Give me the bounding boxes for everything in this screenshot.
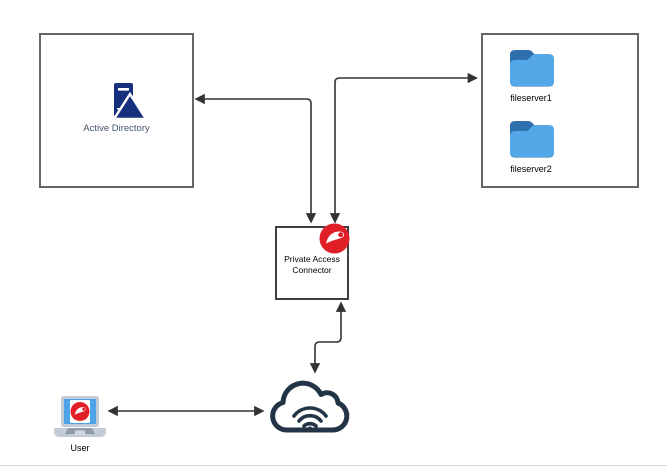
node-active-directory: Active Directory (39, 33, 194, 188)
edge-active-directory-to-connector (194, 93, 317, 224)
private-access-connector-label-line2: Connector (292, 265, 332, 275)
node-fileservers (481, 33, 639, 188)
trend-micro-logo-icon (319, 223, 350, 254)
active-directory-label: Active Directory (83, 123, 150, 134)
page-bottom-divider (0, 465, 667, 466)
trend-micro-logo-small-icon (70, 402, 90, 421)
private-access-connector-label-line1: Private Access (284, 254, 340, 264)
edge-connector-to-cloud (309, 301, 347, 374)
edge-connector-to-fileservers (329, 72, 479, 224)
cloud-icon (270, 380, 350, 433)
folder-icon-fileserver2 (510, 121, 554, 158)
fileserver2-label: fileserver2 (510, 164, 552, 174)
private-access-connector-label: Private Access Connector (277, 254, 347, 276)
laptop-icon (54, 396, 106, 437)
fileserver1-label: fileserver1 (510, 93, 552, 103)
node-private-access-connector: Private Access Connector (275, 223, 350, 300)
active-directory-icon (111, 83, 148, 121)
wifi-icon (292, 406, 328, 432)
folder-icon-fileserver1 (510, 50, 554, 87)
user-label: User (70, 443, 90, 453)
